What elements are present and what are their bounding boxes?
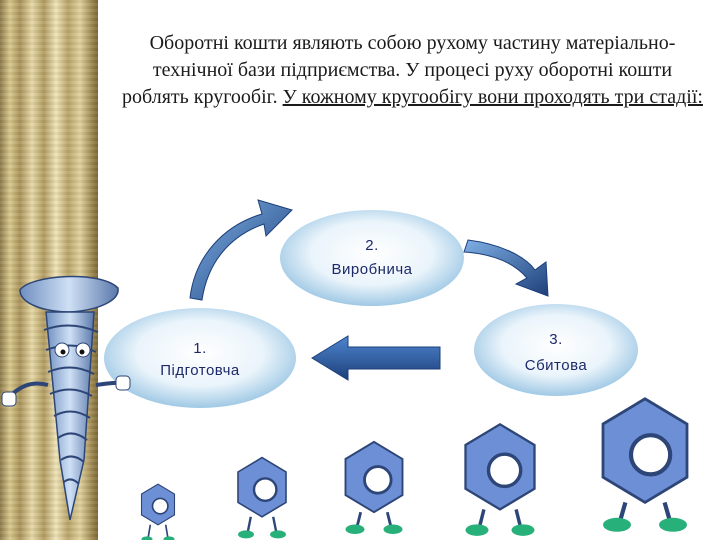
stage-2-number: 2. — [365, 237, 379, 254]
walking-nut-2-icon — [237, 456, 287, 539]
intro-text: Оборотні кошти являють собою рухому част… — [122, 32, 676, 108]
stage-1-ellipse: 1. Підготовча — [104, 308, 296, 408]
walking-nut-3-icon — [344, 440, 404, 535]
arrow-1-to-2-icon — [189, 199, 293, 301]
stage-2-ellipse: 2. Виробнича — [280, 210, 464, 306]
arrow-2-to-3-icon — [463, 239, 549, 297]
curtain-border — [0, 0, 98, 540]
walking-nut-4-icon — [464, 422, 536, 536]
stage-3-number: 3. — [549, 331, 563, 348]
stage-1-number: 1. — [193, 340, 207, 357]
intro-underlined-text: У кожному кругообігу вони проходять три … — [282, 86, 703, 108]
walking-nut-1-icon — [140, 483, 176, 540]
stage-1-name: Підготовча — [160, 362, 240, 379]
intro-paragraph: Оборотні кошти являють собою рухому част… — [120, 30, 705, 111]
stage-3-ellipse: 3. Сбитова — [474, 304, 638, 396]
walking-nut-5-icon — [601, 397, 689, 532]
arrow-3-to-1-icon — [311, 335, 441, 381]
stage-3-name: Сбитова — [525, 357, 588, 374]
screw-mascot-icon — [1, 275, 131, 521]
stage-2-name: Виробнича — [332, 261, 413, 278]
